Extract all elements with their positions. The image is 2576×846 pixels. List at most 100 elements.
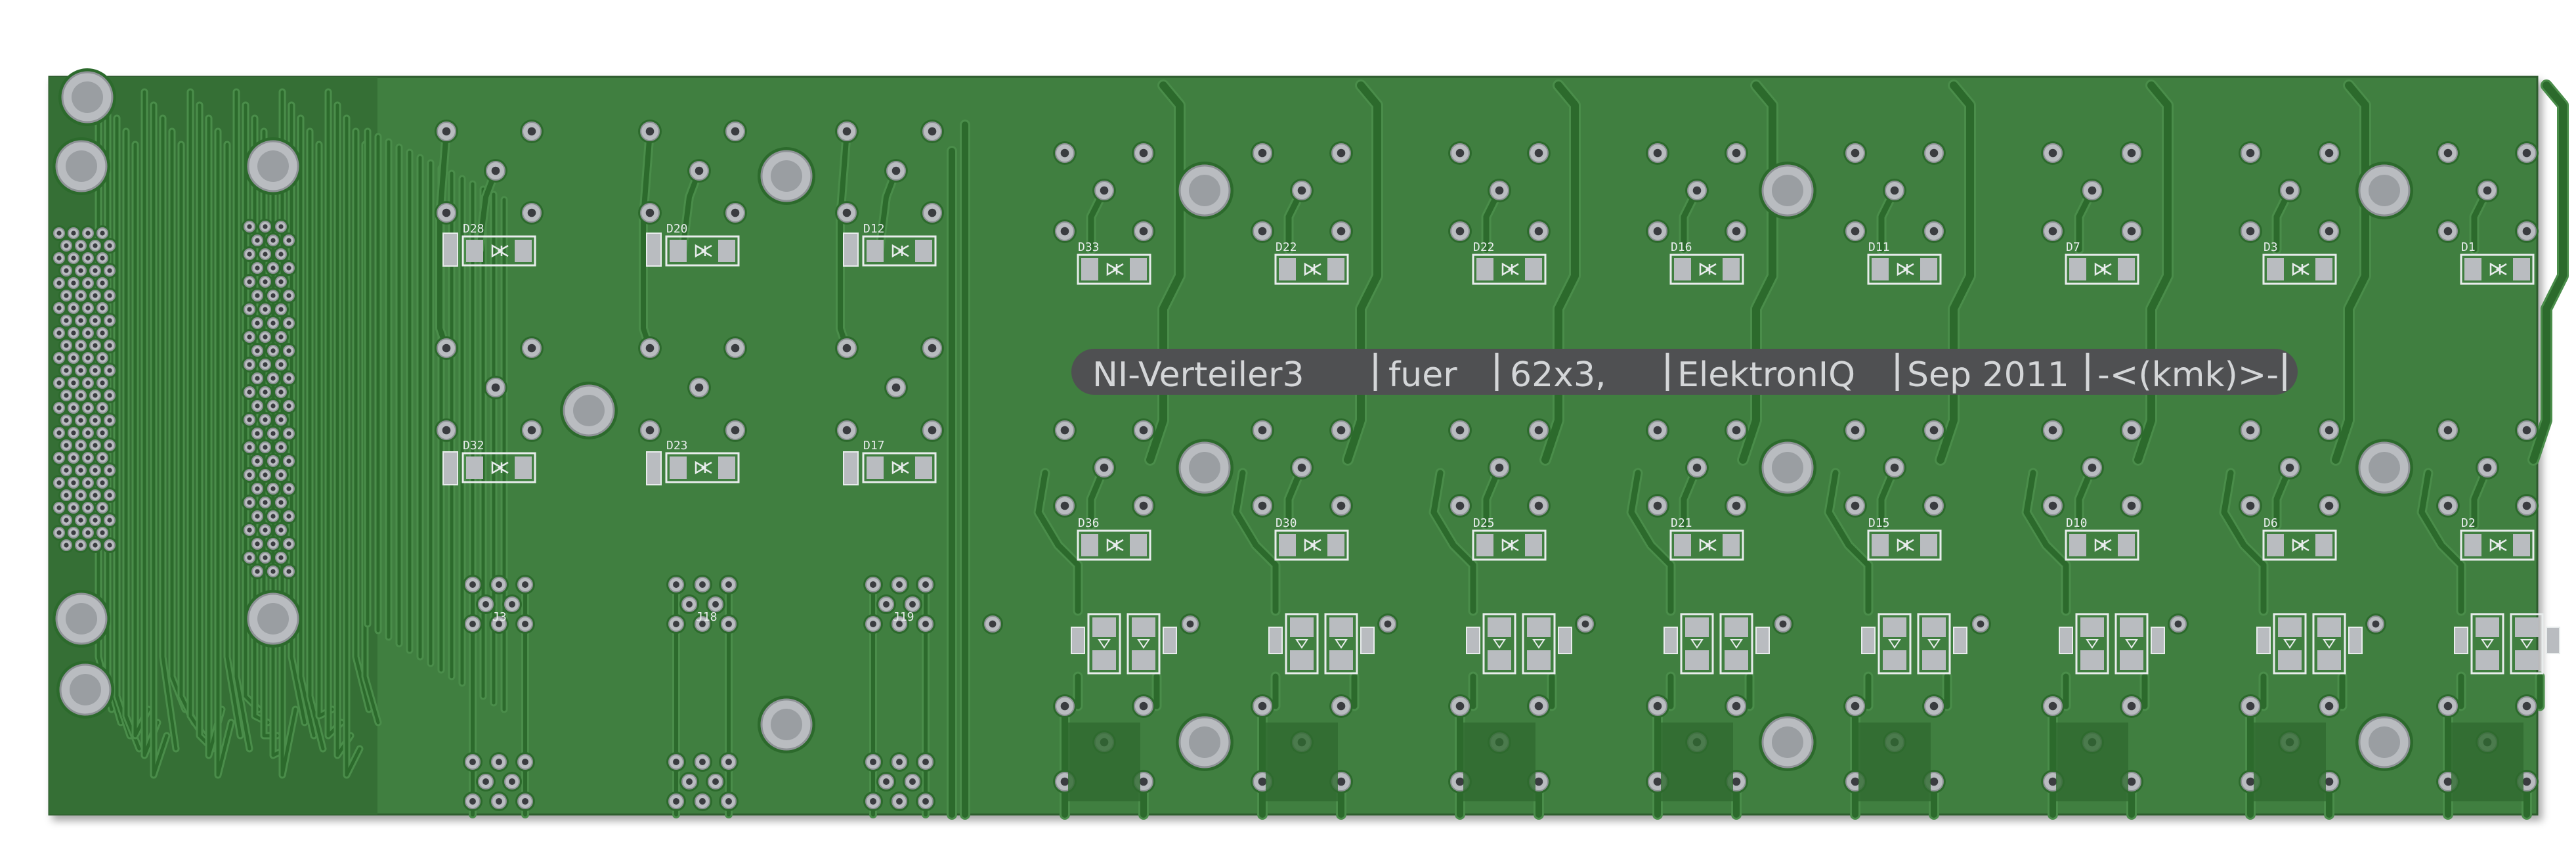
via-hole: [93, 293, 98, 298]
via-hole: [107, 393, 112, 398]
via-hole: [56, 305, 62, 311]
via-hole: [64, 243, 69, 248]
via-hole: [270, 541, 276, 546]
via-hole: [1495, 463, 1504, 472]
via-hole: [278, 390, 284, 395]
diode-pad: [466, 240, 483, 262]
via-hole: [842, 426, 851, 435]
via-hole: [93, 343, 98, 348]
copper-trace: [216, 129, 233, 777]
via-hole: [2048, 227, 2057, 236]
via-hole: [645, 344, 655, 353]
via-hole: [278, 362, 284, 367]
via-hole: [263, 500, 268, 505]
via-hole: [85, 405, 91, 411]
via-hole: [883, 601, 890, 608]
pair-pad: [1922, 650, 1946, 670]
via-hole: [1929, 227, 1939, 236]
diode-pad: [1525, 534, 1542, 556]
via-hole: [255, 569, 260, 574]
pair-pad: [2317, 650, 2341, 670]
via-hole: [1060, 426, 1069, 435]
diode-pad: [515, 240, 532, 262]
via-hole: [56, 505, 62, 510]
pair-pad: [2515, 617, 2539, 637]
diode-label: D17: [863, 439, 885, 453]
via-hole: [93, 543, 98, 548]
via-hole: [1139, 777, 1148, 786]
via-hole: [2522, 777, 2531, 786]
via-hole: [1534, 701, 1543, 711]
via-hole: [278, 472, 284, 478]
diode-footprint: D7: [2065, 240, 2139, 285]
diode-pad: [2118, 534, 2135, 556]
via-hole: [78, 468, 83, 473]
via-hole: [270, 514, 276, 519]
via-hole: [64, 318, 69, 323]
via-hole: [56, 430, 62, 435]
via-hole: [1060, 501, 1069, 510]
copper-trace: [1146, 81, 1184, 464]
via-hole: [85, 355, 91, 361]
via-hole: [442, 344, 451, 353]
via-hole: [270, 403, 276, 409]
small-smd: [1466, 627, 1480, 654]
via-hole: [85, 330, 91, 336]
via-hole: [1337, 501, 1346, 510]
diode-outline: [862, 452, 937, 483]
small-smd: [2454, 627, 2468, 654]
via-hole: [1258, 777, 1267, 786]
small-smd: [1558, 627, 1572, 654]
pair-outline: [1087, 613, 1121, 675]
diode-label: D2: [2461, 516, 2476, 530]
pair-symbol: [2323, 639, 2336, 649]
copper-trace: [345, 116, 362, 777]
pair-outline: [2312, 613, 2346, 675]
ground-pour: [1858, 723, 1931, 801]
diode-pad: [1081, 534, 1098, 556]
via-hole: [56, 256, 62, 261]
via-hole: [731, 208, 740, 217]
via-hole: [699, 581, 706, 588]
via-hole: [263, 224, 268, 229]
diode-outline: [462, 452, 536, 483]
diode-pair: [1071, 613, 1177, 675]
via-hole: [928, 344, 937, 353]
pair-symbol: [1888, 639, 1901, 649]
mounting-hole: [1189, 726, 1220, 758]
via-hole: [483, 778, 489, 785]
diode-symbol: [491, 244, 509, 258]
via-hole: [1929, 701, 1939, 711]
via-hole: [1581, 620, 1589, 628]
via-hole: [286, 293, 291, 298]
diode-footprint: D3: [2262, 240, 2337, 285]
via-hole: [263, 307, 268, 312]
via-hole: [78, 368, 83, 373]
diode-pad: [1476, 534, 1493, 556]
diode-symbol: [1897, 262, 1914, 277]
copper-trace: [1739, 81, 1776, 464]
via-hole: [469, 621, 476, 627]
via-hole: [278, 500, 284, 505]
via-hole: [1851, 426, 1860, 435]
via-hole: [100, 330, 105, 336]
via-hole: [100, 455, 105, 460]
via-hole: [2127, 701, 2136, 711]
via-hole: [93, 368, 98, 373]
via-hole: [2127, 227, 2136, 236]
via-hole: [78, 493, 83, 498]
via-hole: [71, 256, 76, 261]
via-hole: [270, 321, 276, 326]
via-hole: [2325, 777, 2334, 786]
trace-layer: [95, 79, 2569, 820]
via-hole: [247, 252, 252, 257]
via-hole: [1732, 777, 1741, 786]
via-hole: [1851, 148, 1860, 158]
via-hole: [278, 279, 284, 284]
via-hole: [442, 208, 451, 217]
via-hole: [1929, 501, 1939, 510]
via-hole: [645, 127, 655, 136]
copper-trace: [2418, 470, 2464, 614]
diode-symbol: [891, 460, 909, 475]
via-hole: [247, 445, 252, 450]
